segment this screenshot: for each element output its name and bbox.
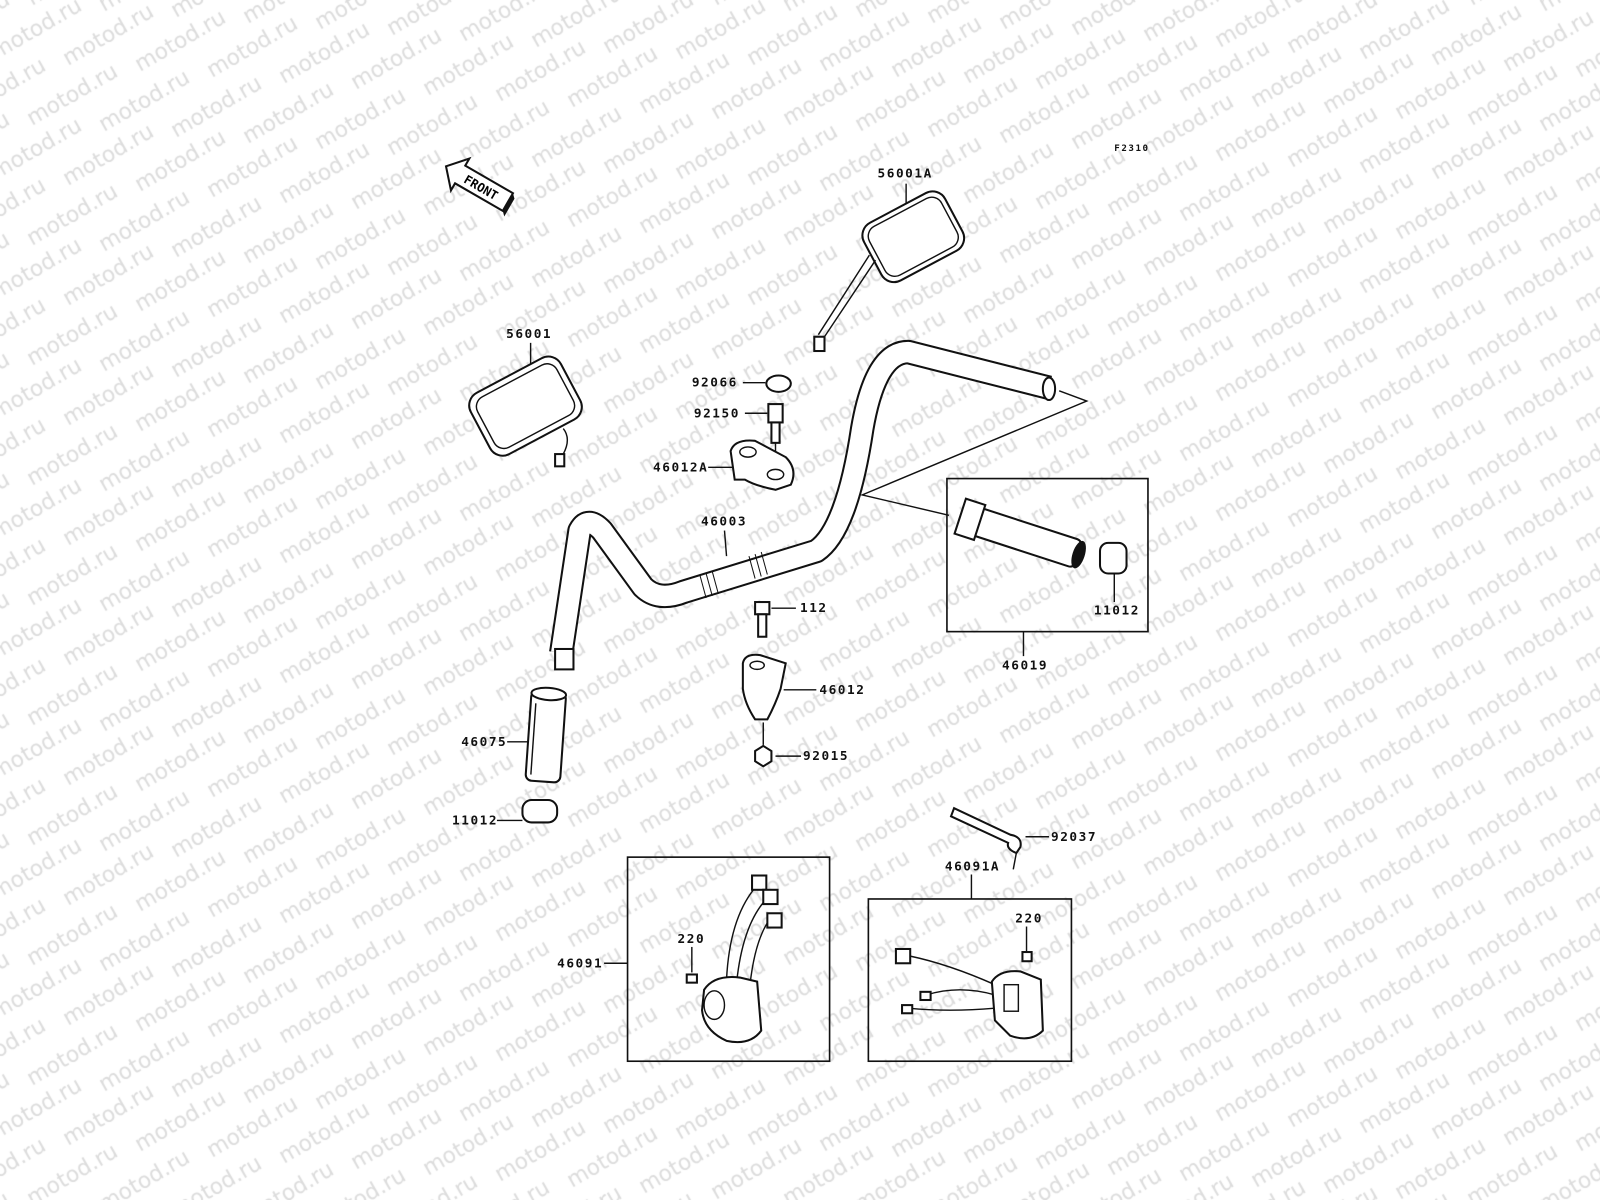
label-220-right: 220: [1015, 911, 1043, 926]
label-56001A: 56001A: [878, 167, 933, 182]
bolt-lower: [754, 601, 771, 616]
front-arrow-icon: FRONT: [444, 156, 515, 217]
switch-left-box: [626, 856, 831, 1063]
switch-right-box: [867, 898, 1073, 1063]
nut-part: [754, 744, 773, 768]
label-56001: 56001: [506, 327, 552, 342]
figure-code: F2310: [1114, 143, 1149, 154]
label-46019: 46019: [1002, 658, 1048, 673]
label-220-left: 220: [678, 932, 706, 947]
label-92066: 92066: [692, 376, 738, 391]
label-92015: 92015: [803, 749, 849, 764]
grip-assy-box: [946, 477, 1149, 633]
bolt-upper: [767, 403, 784, 424]
mirror-right: 56001A: [813, 167, 966, 353]
label-112: 112: [800, 601, 828, 616]
label-11012-right: 11012: [1094, 603, 1140, 618]
clamp-part: [949, 806, 1022, 855]
label-92150: 92150: [694, 406, 740, 421]
holder-lower: [741, 653, 787, 721]
end-cap-right: [1098, 541, 1128, 575]
label-46012: 46012: [819, 683, 865, 698]
handlebar: [549, 339, 1057, 671]
label-46003: 46003: [701, 515, 747, 530]
label-46091: 46091: [557, 956, 603, 971]
label-92037: 92037: [1051, 830, 1097, 845]
label-11012-left: 11012: [452, 813, 498, 828]
switch-right: [894, 947, 1044, 1040]
holder-upper: [729, 439, 795, 491]
label-46075: 46075: [461, 735, 507, 750]
grip-right: [953, 497, 1086, 569]
mirror-left: 56001: [468, 327, 583, 468]
cap-part: [765, 374, 792, 393]
label-46091A: 46091A: [945, 859, 1000, 874]
grip-left: [524, 686, 568, 784]
label-46012A: 46012A: [653, 460, 708, 475]
end-cap-left: [521, 798, 559, 824]
switch-left: [685, 874, 783, 1044]
